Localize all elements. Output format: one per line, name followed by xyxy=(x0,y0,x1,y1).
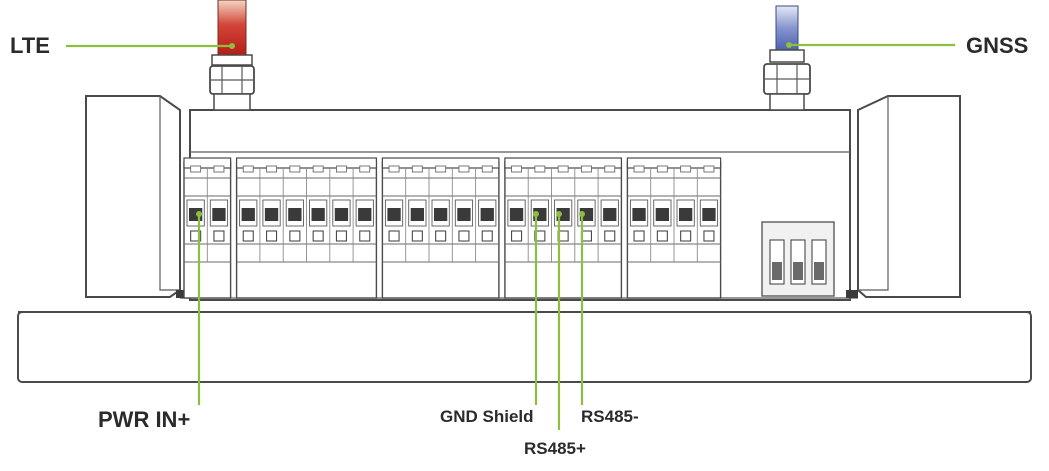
terminal-wire-entry xyxy=(358,208,372,221)
terminal-tab xyxy=(481,165,493,173)
terminal-release xyxy=(411,230,423,242)
terminal-release xyxy=(213,230,225,242)
terminal-tab xyxy=(557,165,569,173)
label-rs485-plus: RS485+ xyxy=(524,439,586,458)
label-gnss: GNSS xyxy=(966,33,1029,58)
gnss-antenna xyxy=(763,5,811,111)
terminal-tab xyxy=(213,165,225,173)
dip-switch xyxy=(761,221,835,297)
terminal-tab xyxy=(190,165,202,173)
terminal-tab xyxy=(656,165,668,173)
terminal-release xyxy=(289,230,301,242)
terminal-tab xyxy=(633,165,645,173)
base-plate xyxy=(17,311,1032,383)
terminal-release xyxy=(703,230,715,242)
terminal-block-4 xyxy=(504,157,623,299)
terminal-wire-entry xyxy=(334,208,349,221)
terminal-tab xyxy=(458,165,470,173)
terminal-tab xyxy=(242,165,254,173)
label-lte: LTE xyxy=(10,33,50,58)
terminal-block-2 xyxy=(235,157,378,299)
terminal-tab xyxy=(411,165,423,173)
terminal-release xyxy=(265,230,278,242)
dip-switch-lever[interactable] xyxy=(793,262,803,280)
terminal-tab xyxy=(266,165,277,173)
terminal-tab xyxy=(388,165,400,173)
terminal-tab xyxy=(581,165,592,173)
terminal-wire-entry xyxy=(603,208,617,221)
terminal-wire-entry xyxy=(655,208,669,221)
terminal-release xyxy=(510,230,523,242)
terminal-release xyxy=(312,230,324,242)
terminal-wire-entry xyxy=(212,208,226,221)
terminal-wire-entry xyxy=(241,208,255,221)
terminal-wire-entry xyxy=(457,208,471,221)
right-ear xyxy=(857,95,961,298)
terminal-release xyxy=(335,230,348,242)
lte-antenna xyxy=(209,0,255,111)
terminal-tab xyxy=(359,165,371,173)
left-ear xyxy=(85,95,181,298)
terminal-tab xyxy=(680,165,692,173)
terminal-wire-entry xyxy=(480,208,494,221)
terminal-release xyxy=(190,230,202,242)
terminal-release xyxy=(435,230,447,242)
terminal-wire-entry xyxy=(387,208,401,221)
terminal-wire-entry xyxy=(679,208,693,221)
terminal-wire-entry xyxy=(410,208,424,221)
terminal-release xyxy=(388,230,400,242)
terminal-blocks xyxy=(183,157,722,299)
terminal-release xyxy=(633,230,645,242)
terminal-tab xyxy=(289,165,301,173)
terminal-release xyxy=(534,230,546,242)
terminal-wire-entry xyxy=(434,208,448,221)
terminal-tab xyxy=(511,165,522,173)
terminal-tab xyxy=(312,165,324,173)
terminal-block-3 xyxy=(381,157,500,299)
terminal-tab xyxy=(336,165,347,173)
terminal-wire-entry xyxy=(632,208,646,221)
terminal-wire-entry xyxy=(311,208,325,221)
terminal-block-5 xyxy=(626,157,722,299)
terminal-release xyxy=(242,230,254,242)
terminal-wire-entry xyxy=(702,208,716,221)
terminal-release xyxy=(359,230,371,242)
terminal-tab xyxy=(703,165,715,173)
terminal-release xyxy=(604,230,616,242)
dip-switch-lever[interactable] xyxy=(772,262,782,280)
terminal-wire-entry xyxy=(509,208,524,221)
terminal-tab xyxy=(435,165,447,173)
terminal-block-1 xyxy=(183,157,232,299)
terminal-release xyxy=(656,230,668,242)
label-gnd-shield: GND Shield xyxy=(440,407,534,426)
label-pwr-in: PWR IN+ xyxy=(98,407,191,432)
terminal-wire-entry xyxy=(264,208,279,221)
label-rs485-minus: RS485- xyxy=(581,407,639,426)
terminal-release xyxy=(680,230,692,242)
terminal-wire-entry xyxy=(288,208,302,221)
terminal-tab xyxy=(534,165,546,173)
terminal-tab xyxy=(604,165,616,173)
terminal-release xyxy=(481,230,493,242)
dip-switch-lever[interactable] xyxy=(814,262,824,280)
terminal-release xyxy=(458,230,470,242)
